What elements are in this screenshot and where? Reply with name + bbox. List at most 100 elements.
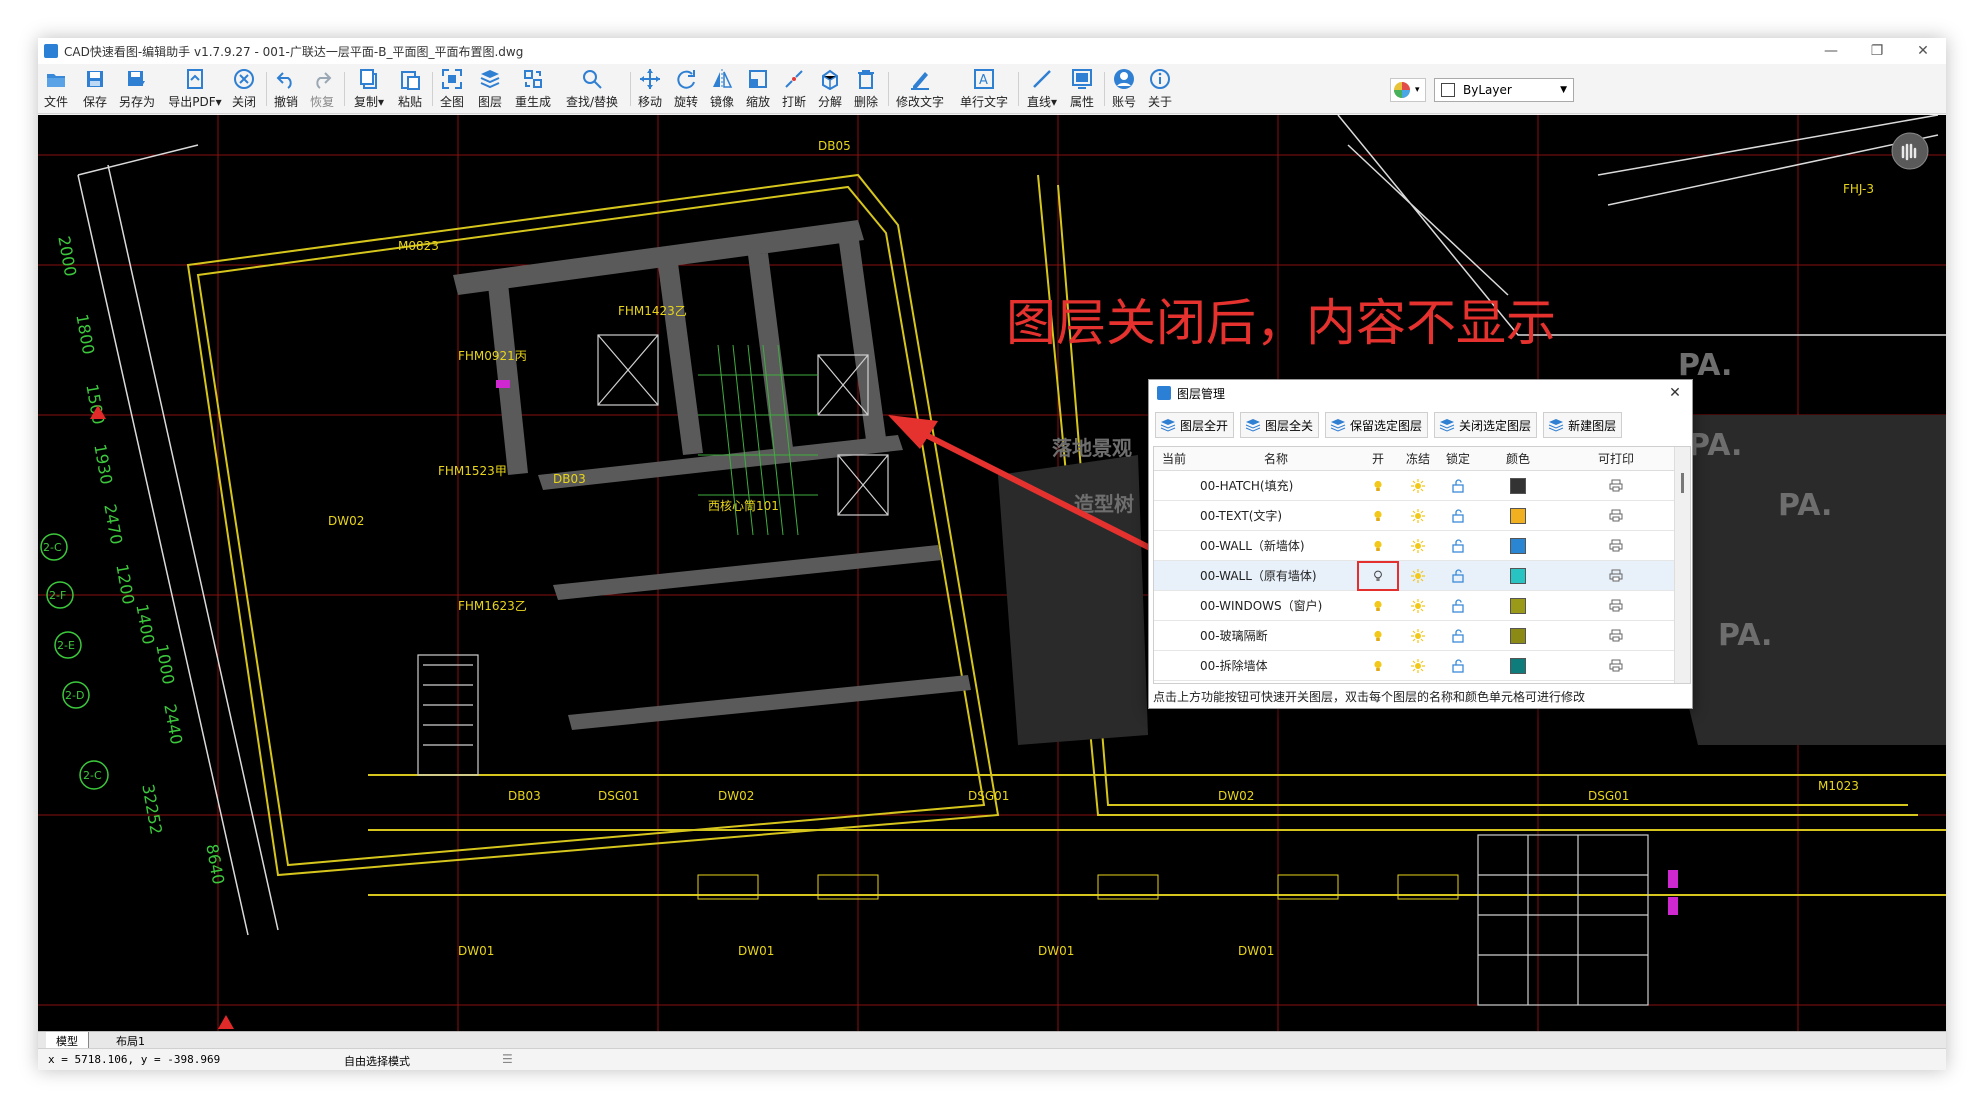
current-cell[interactable] [1154,561,1194,590]
move-button[interactable]: 移动 [634,66,666,112]
freeze-toggle[interactable] [1398,591,1438,620]
layer-name[interactable]: 00-WALL（原有墙体) [1200,569,1317,583]
color-dropdown[interactable]: ▾ [1390,78,1426,102]
layer-row[interactable]: 00-WINDOWS（窗户) [1154,591,1674,621]
undo-button[interactable]: 撤销 [270,66,302,112]
close-window-button[interactable]: ✕ [1917,43,1929,59]
current-cell[interactable] [1154,531,1194,560]
restore-button[interactable]: ❐ [1870,43,1884,59]
lock-toggle[interactable] [1438,531,1478,560]
file-button[interactable]: 文件 [40,66,72,112]
keep-selected-layers-button[interactable]: 保留选定图层 [1325,412,1429,438]
lock-toggle[interactable] [1438,621,1478,650]
layer-row[interactable]: 00-WALL（原有墙体) [1154,561,1674,591]
rotate-button[interactable]: 旋转 [670,66,702,112]
current-cell[interactable] [1154,501,1194,530]
properties-button[interactable]: 属性 [1066,66,1098,112]
printable-toggle[interactable] [1558,621,1674,650]
layer-color[interactable] [1478,561,1558,590]
break-button[interactable]: 打断 [778,66,810,112]
menu-lines-icon[interactable]: ☰ [502,1052,513,1066]
layer-on-toggle[interactable] [1358,561,1398,590]
layer-on-toggle[interactable] [1358,621,1398,650]
account-button[interactable]: 账号 [1108,66,1140,112]
save-as-button[interactable]: 另存为 [116,66,158,112]
lock-toggle[interactable] [1438,591,1478,620]
current-cell[interactable] [1154,651,1194,680]
selection-mode[interactable]: 自由选择模式 [344,1055,410,1068]
vertical-scrollbar[interactable] [1674,447,1690,683]
all-layers-off-button[interactable]: 图层全关 [1240,412,1320,438]
lock-toggle[interactable] [1438,501,1478,530]
explode-button[interactable]: 分解 [814,66,846,112]
linetype-select[interactable]: ByLayer ▼ [1434,78,1574,102]
layer-name[interactable]: 00-玻璃隔断 [1200,629,1268,643]
printable-toggle[interactable] [1558,681,1674,683]
layer-name[interactable]: 00-WALL（新墙体) [1200,539,1305,553]
layer-color[interactable] [1478,681,1558,683]
freeze-toggle[interactable] [1398,651,1438,680]
printable-toggle[interactable] [1558,471,1674,500]
dialog-close-button[interactable]: ✕ [1669,385,1681,401]
layer-name[interactable]: 00-拆除墙体 [1200,659,1268,673]
layer-name[interactable]: 00-TEXT(文字) [1200,509,1283,523]
paste-button[interactable]: 粘贴 [394,66,426,112]
layer-name[interactable]: 00-尺寸标注 [1194,681,1358,683]
printable-toggle[interactable] [1558,561,1674,590]
layer-color[interactable] [1478,651,1558,680]
find-replace-button[interactable]: 查找/替换 [560,66,624,112]
layer-on-toggle[interactable] [1358,681,1398,683]
line-button[interactable]: 直线▾ [1022,66,1062,112]
layer-on-toggle[interactable] [1358,651,1398,680]
layer-row[interactable]: 00-玻璃隔断 [1154,621,1674,651]
layer-name[interactable]: 00-WINDOWS（窗户) [1200,599,1323,613]
delete-button[interactable]: 删除 [850,66,882,112]
freeze-toggle[interactable] [1398,561,1438,590]
printable-toggle[interactable] [1558,591,1674,620]
layer-color[interactable] [1478,501,1558,530]
current-cell[interactable] [1154,621,1194,650]
redo-button[interactable]: 恢复 [306,66,338,112]
close-selected-layers-button[interactable]: 关闭选定图层 [1434,412,1538,438]
single-line-text-button[interactable]: A 单行文字 [956,66,1012,112]
tab-layout1[interactable]: 布局1 [116,1034,145,1048]
new-layer-button[interactable]: 新建图层 [1543,412,1623,438]
layer-on-toggle[interactable] [1358,531,1398,560]
freeze-toggle[interactable] [1398,621,1438,650]
drawing-canvas[interactable]: FHM1423乙 M0823 FHM0921丙 FHM1523甲 DB03 DW… [38,115,1946,1031]
freeze-toggle[interactable] [1398,471,1438,500]
layer-row[interactable]: 00-TEXT(文字) [1154,501,1674,531]
tab-model[interactable]: 模型 [46,1032,89,1049]
printable-toggle[interactable] [1558,651,1674,680]
current-cell[interactable] [1154,471,1194,500]
printable-toggle[interactable] [1558,501,1674,530]
copy-button[interactable]: 复制▾ [348,66,390,112]
about-button[interactable]: 关于 [1144,66,1176,112]
minimize-button[interactable]: — [1824,43,1838,59]
freeze-toggle[interactable] [1398,681,1438,683]
layer-color[interactable] [1478,621,1558,650]
export-pdf-button[interactable]: 导出PDF▾ [166,66,224,112]
layer-row[interactable]: 00-WALL（新墙体) [1154,531,1674,561]
layer-row[interactable]: 00-尺寸标注 [1154,681,1674,683]
scrollbar-thumb[interactable] [1681,473,1684,493]
layers-button[interactable]: 图层 [474,66,506,112]
full-view-button[interactable]: 全图 [436,66,468,112]
freeze-toggle[interactable] [1398,501,1438,530]
lock-toggle[interactable] [1438,471,1478,500]
all-layers-on-button[interactable]: 图层全开 [1155,412,1235,438]
lock-toggle[interactable] [1438,561,1478,590]
printable-toggle[interactable] [1558,531,1674,560]
freeze-toggle[interactable] [1398,531,1438,560]
regenerate-button[interactable]: 重生成 [512,66,554,112]
save-button[interactable]: 保存 [78,66,112,112]
layer-on-toggle[interactable] [1358,501,1398,530]
current-cell[interactable] [1154,591,1194,620]
mirror-button[interactable]: 镜像 [706,66,738,112]
lock-toggle[interactable] [1438,651,1478,680]
layer-color[interactable] [1478,591,1558,620]
edit-text-button[interactable]: 修改文字 [892,66,948,112]
layer-row[interactable]: 00-HATCH(填充) [1154,471,1674,501]
lock-toggle[interactable] [1438,681,1478,683]
layer-row[interactable]: 00-拆除墙体 [1154,651,1674,681]
